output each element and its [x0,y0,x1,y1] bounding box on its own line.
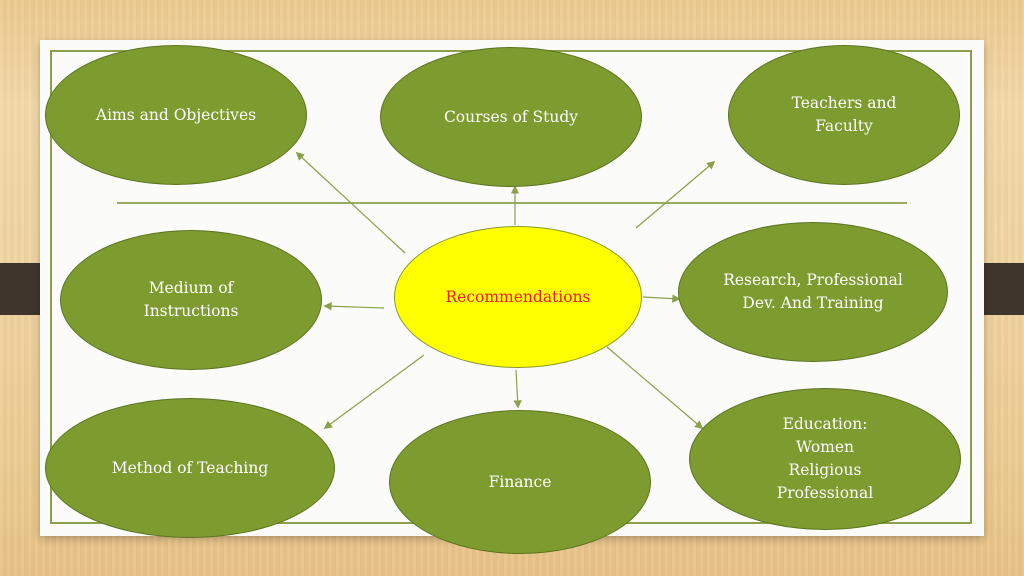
node-method-of-teaching: Method of Teaching [45,398,335,538]
node-label: Method of Teaching [111,458,269,477]
node-label: Aims and Objectives [95,105,257,124]
node-aims-and-objectives: Aims and Objectives [45,45,307,185]
arrow-to-medium [323,302,385,311]
node-label: Education: Women Religious Professional [776,415,874,502]
arrow-to-education [606,346,704,430]
node-label: Teachers and Faculty [791,94,897,135]
node-medium-of-instructions: Medium of Instructions [60,230,322,370]
node-label: Finance [488,472,552,491]
node-finance: Finance [389,410,651,554]
arrow-to-finance [513,369,522,409]
arrow-to-aims [295,151,406,254]
center-label: Recommendations [445,287,591,306]
arrow-to-method [323,354,425,429]
arrow-to-teachers [635,160,716,229]
node-teachers-and-faculty: Teachers and Faculty [728,45,960,185]
arrow-to-research [642,294,681,303]
node-courses-of-study: Courses of Study [380,47,642,187]
node-education: Education: Women Religious Professional [689,388,961,530]
node-label: Medium of Instructions [143,279,239,320]
node-label: Research, Professional Dev. And Training [723,271,903,312]
node-recommendations-center: Recommendations [394,226,642,368]
node-research-professional-dev: Research, Professional Dev. And Training [678,222,948,362]
node-label: Courses of Study [443,107,579,126]
